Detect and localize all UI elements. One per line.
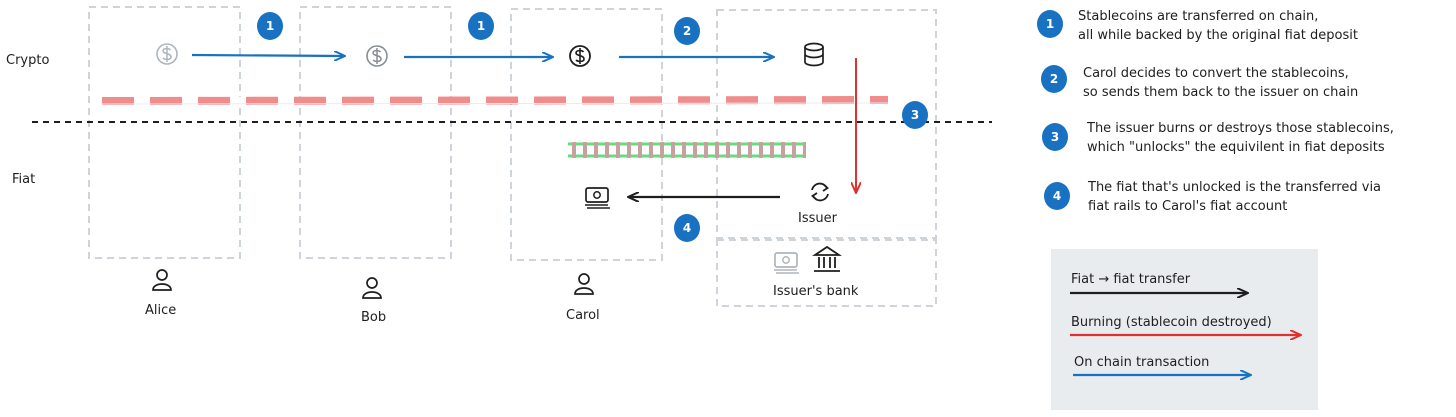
dollar-coin-icon: [366, 45, 388, 67]
fiat-rail: [568, 142, 806, 158]
issuer-column: [716, 9, 937, 239]
step-3-line-1: The issuer burns or destroys those stabl…: [1087, 121, 1394, 136]
actor-label-bob: Bob: [361, 310, 387, 325]
transfer-arrow-alice-bob: [191, 55, 344, 56]
banknote-icon: [774, 252, 799, 274]
step-1-line-2: all while backed by the original fiat de…: [1078, 28, 1358, 43]
step-4-line-2: fiat rails to Carol's fiat account: [1088, 199, 1288, 214]
step-badge-2: 2: [1041, 65, 1067, 93]
banknote-icon: [585, 187, 610, 209]
alice-column: [88, 6, 241, 259]
legend-label-burning: Burning (stablecoin destroyed): [1071, 315, 1272, 330]
step-badge-1: 1: [1037, 10, 1063, 38]
legend-label-on-chain: On chain transaction: [1074, 355, 1210, 370]
bob-column: [299, 6, 452, 259]
flow-badge-1b: 1: [468, 12, 494, 40]
step-1-line-1: Stablecoins are transferred on chain,: [1078, 9, 1319, 24]
issuer-bank-label: Issuer's bank: [773, 284, 859, 299]
flow-badge-3: 3: [902, 101, 928, 129]
step-2-line-1: Carol decides to convert the stablecoins…: [1083, 66, 1349, 81]
carol-column: [510, 8, 663, 261]
dollar-coin-icon: [569, 45, 591, 67]
legend-label-fiat-transfer: Fiat → fiat transfer: [1071, 272, 1191, 287]
bank-icon: [812, 245, 842, 272]
person-icon: [362, 277, 382, 299]
issuer-bank-box: [716, 239, 937, 307]
flow-badge-2: 2: [674, 17, 700, 45]
lane-label-crypto: Crypto: [6, 53, 50, 68]
refresh-icon: [811, 182, 829, 202]
flow-badge-4: 4: [674, 214, 700, 242]
dollar-coin-icon: [156, 43, 178, 65]
actor-label-alice: Alice: [145, 303, 177, 318]
issuer-label: Issuer: [798, 211, 837, 226]
coin-stack-icon: [804, 42, 824, 67]
legend-panel: [1051, 249, 1318, 410]
step-badge-3: 3: [1042, 123, 1068, 151]
lane-label-fiat: Fiat: [12, 172, 36, 187]
step-2-line-2: so sends them back to the issuer on chai…: [1083, 85, 1359, 100]
step-badge-4: 4: [1044, 182, 1070, 210]
person-icon: [152, 269, 172, 291]
crypto-rail: [101, 96, 889, 105]
person-icon: [574, 273, 594, 295]
step-4-line-1: The fiat that's unlocked is the transfer…: [1088, 180, 1382, 195]
flow-badge-1a: 1: [257, 12, 283, 40]
actor-label-carol: Carol: [566, 308, 600, 323]
step-3-line-2: which "unlocks" the equivilent in fiat d…: [1087, 140, 1385, 155]
